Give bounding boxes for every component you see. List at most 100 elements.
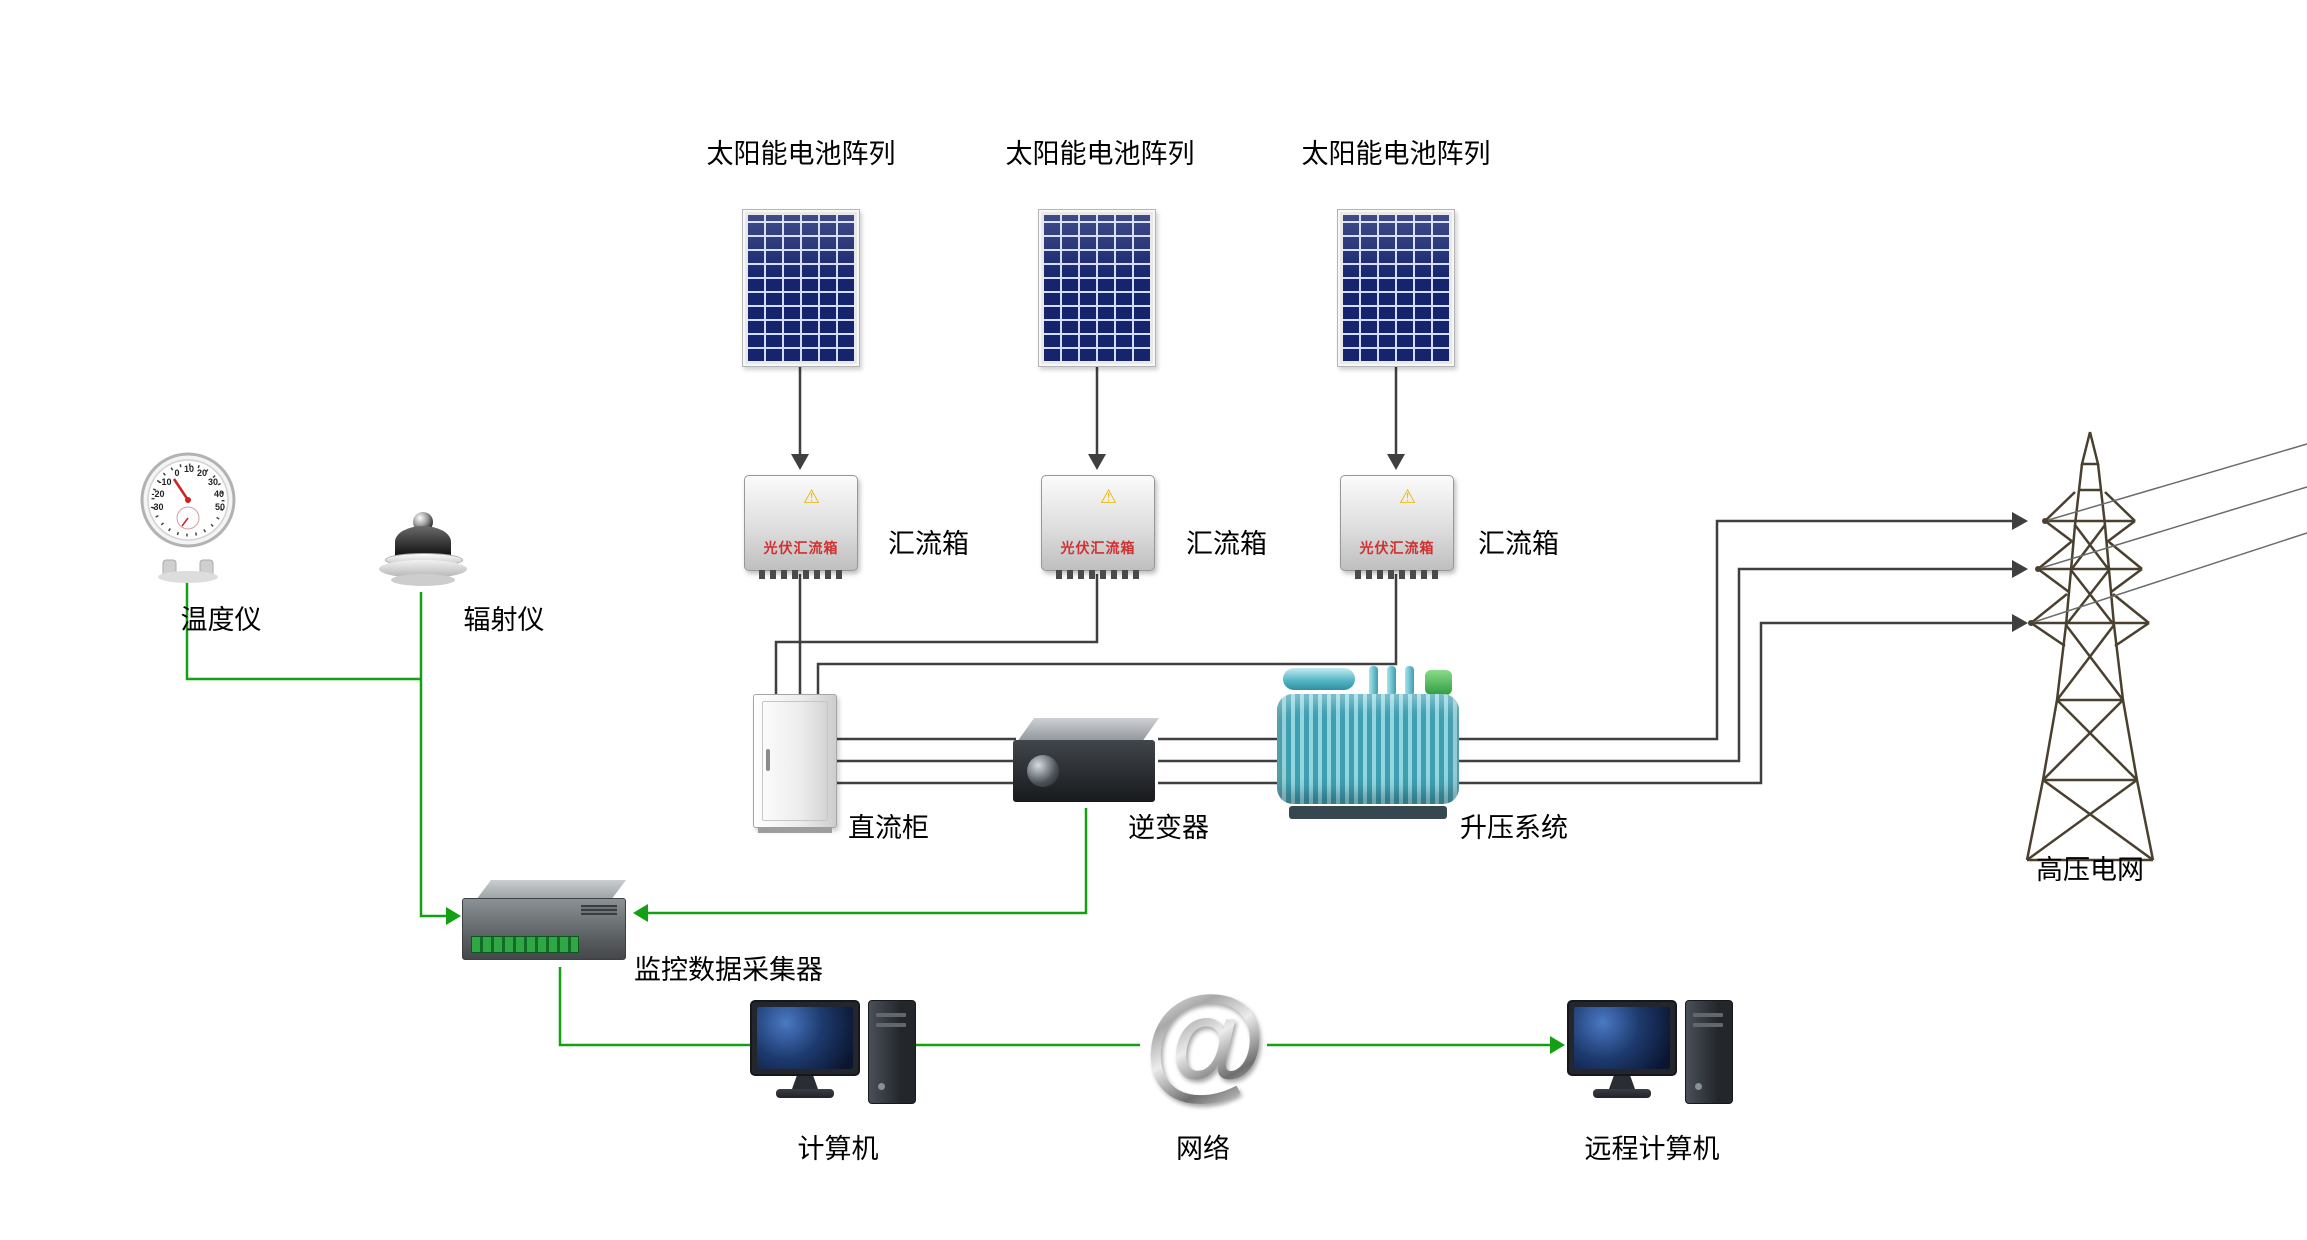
transformer-tank-cap — [1425, 670, 1452, 695]
arrow-down-icon — [1088, 454, 1106, 470]
step-up-label: 升压系统 — [1460, 813, 1568, 843]
arrow-left-icon — [633, 904, 648, 922]
transmission-tower — [2025, 431, 2307, 862]
tower-brace — [2108, 541, 2143, 570]
warning-icon: ⚠ — [1399, 487, 1417, 508]
solar-panel-cells — [1044, 215, 1150, 361]
combiner-device-text: 光伏汇流箱 — [763, 540, 839, 556]
combiner-label: 汇流箱 — [888, 529, 969, 559]
gauge-hub — [185, 497, 191, 503]
connector-line — [816, 574, 1398, 696]
radiometer-base — [379, 560, 467, 578]
tower-brace — [2044, 520, 2074, 543]
solar-panel-cells — [1343, 215, 1449, 361]
combiner-label: 汇流箱 — [1186, 529, 1267, 559]
remote-computer-label: 远程计算机 — [1584, 1134, 1720, 1164]
gauge-tick-label: -20 — [151, 489, 164, 499]
arrow-right-icon — [446, 907, 461, 925]
connector-line-green — [419, 592, 446, 918]
insulator-dot — [2042, 518, 2048, 524]
tower-brace — [2044, 491, 2076, 522]
data-logger-label: 监控数据采集器 — [634, 955, 823, 985]
radiometer — [377, 512, 469, 592]
monitor-base — [776, 1089, 834, 1098]
radiometer-label: 辐射仪 — [463, 605, 545, 635]
cabinet-door — [762, 701, 828, 821]
tower-brace — [2042, 699, 2124, 781]
solar-panel — [1038, 209, 1156, 367]
gauge-ticks — [151, 463, 225, 537]
arrow-down-icon — [1387, 454, 1405, 470]
drive-slot — [1693, 1023, 1723, 1027]
computer-screen — [1574, 1007, 1670, 1069]
grid-wire — [2030, 532, 2307, 624]
tower-peak — [2080, 431, 2100, 466]
solar-array-label: 太阳能电池阵列 — [1005, 139, 1195, 169]
tower-brace — [2042, 778, 2154, 862]
connector-line-green — [185, 582, 421, 681]
cabinet-handle — [766, 749, 770, 771]
monitor-stand — [1609, 1076, 1635, 1089]
arrow-right-icon — [2012, 560, 2028, 578]
tower-leg — [2025, 463, 2084, 861]
computer — [750, 1000, 920, 1110]
radiometer-foot — [391, 574, 455, 586]
combiner-box: ⚠ 光伏汇流箱 — [1340, 475, 1454, 579]
monitor-stand — [792, 1076, 818, 1089]
insulator-dot — [2035, 566, 2041, 572]
combiner-terminals — [1355, 570, 1439, 579]
network-node: @ — [1141, 978, 1269, 1104]
computer-monitor — [750, 1000, 860, 1076]
data-logger-top-face — [476, 880, 626, 900]
tower-brace — [2074, 524, 2110, 571]
tower-brace — [2065, 624, 2124, 701]
combiner-label: 汇流箱 — [1478, 529, 1559, 559]
computer-tower — [1685, 1000, 1733, 1104]
inverter-fan-port — [1027, 755, 1059, 787]
solar-array-label: 太阳能电池阵列 — [1301, 139, 1491, 169]
drive-slot — [876, 1023, 906, 1027]
gauge-tick-label: 20 — [197, 468, 207, 478]
tower-brace — [2112, 593, 2150, 624]
connector-line-green — [648, 808, 1088, 915]
connector-line — [1458, 567, 2012, 763]
arrow-right-icon — [2012, 512, 2028, 530]
solar-panel — [742, 209, 860, 367]
solar-panel — [1337, 209, 1455, 367]
data-logger — [462, 880, 632, 970]
transformer-bushing — [1369, 666, 1378, 696]
dc-cabinet — [753, 694, 837, 833]
warning-icon: ⚠ — [803, 487, 821, 508]
combiner-box: ⚠ 光伏汇流箱 — [1041, 475, 1155, 579]
gauge-base — [158, 571, 218, 583]
combiner-terminals — [1056, 570, 1140, 579]
tower-brace — [2037, 567, 2070, 594]
computer-tower — [868, 1000, 916, 1104]
connector-line — [1458, 621, 2012, 785]
connector-line — [774, 574, 1099, 696]
network-at-icon: @ — [1143, 970, 1267, 1111]
inverter-front-face — [1013, 740, 1155, 802]
gauge-tick-label: -30 — [150, 502, 163, 512]
gauge-tick-label: 30 — [208, 477, 218, 487]
dc-cabinet-label: 直流柜 — [848, 813, 929, 843]
power-button-icon — [878, 1083, 885, 1090]
inverter-label: 逆变器 — [1128, 813, 1209, 843]
transformer-conservator — [1283, 668, 1355, 690]
tower-brace — [2056, 699, 2138, 781]
transformer-fin-body — [1277, 694, 1459, 804]
gauge-tick-label: 0 — [174, 468, 179, 478]
thermometer-label: 温度仪 — [180, 605, 262, 635]
radiometer-shield — [395, 526, 451, 556]
transformer-bushing — [1387, 666, 1396, 696]
power-grid-label: 高压电网 — [2036, 855, 2144, 885]
transformer-base — [1289, 806, 1447, 819]
computer-label: 计算机 — [797, 1134, 879, 1164]
inverter-top-face — [1017, 718, 1159, 742]
tower-brace — [2037, 541, 2072, 570]
grid-wire — [2037, 486, 2307, 570]
tower-brace — [2070, 569, 2115, 626]
network-label: 网络 — [1176, 1134, 1230, 1164]
arrow-down-icon — [791, 454, 809, 470]
